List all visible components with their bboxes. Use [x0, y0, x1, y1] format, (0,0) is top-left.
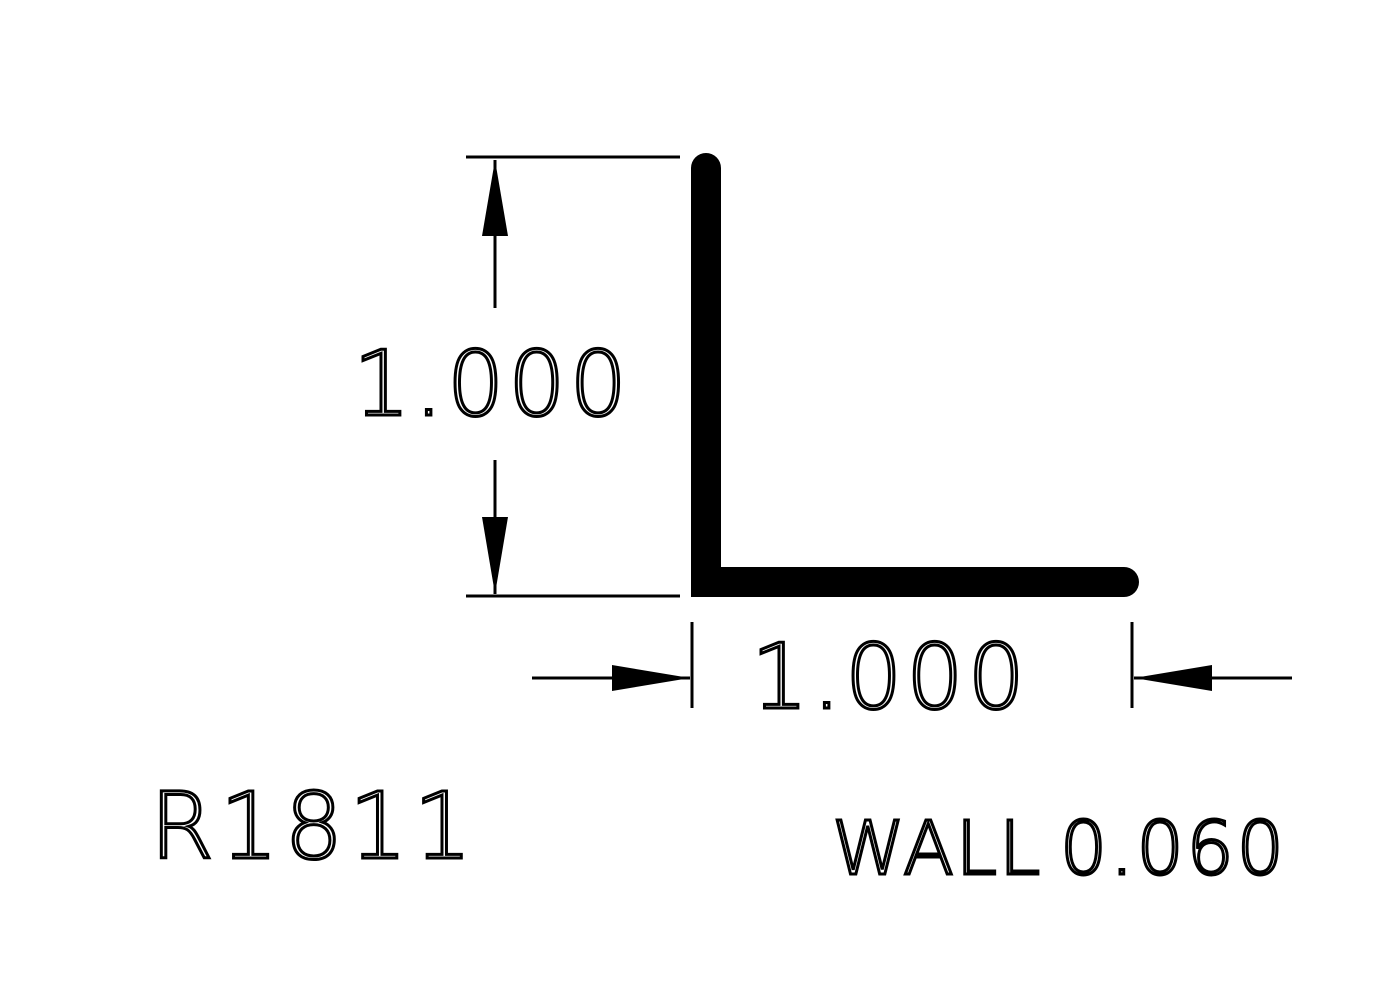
width-dimension-text: 1.000	[751, 625, 1029, 730]
width-arrow-right-icon	[612, 665, 690, 691]
height-arrow-up-icon	[482, 160, 508, 236]
height-arrow-down-icon	[482, 517, 508, 594]
part-number-label: R1811	[150, 773, 478, 880]
angle-profile-shape	[691, 153, 1139, 597]
wall-thickness-value: 0.060	[1060, 806, 1287, 892]
height-dimension-text: 1.000	[353, 332, 631, 437]
width-arrow-left-icon	[1134, 665, 1212, 691]
wall-label: WALL	[832, 806, 1042, 892]
